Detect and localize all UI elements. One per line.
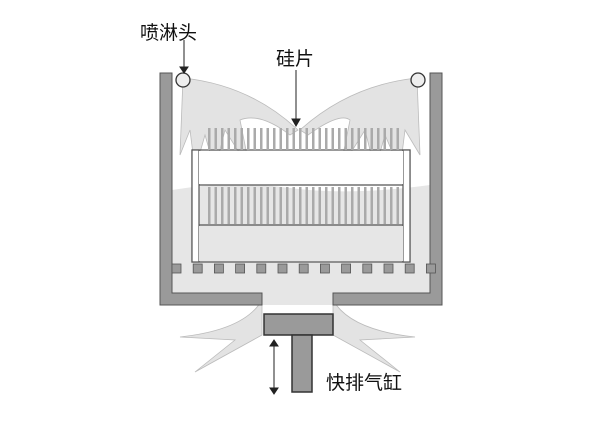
- wafer: [227, 128, 230, 150]
- wafer: [247, 128, 250, 150]
- wafer: [396, 187, 399, 224]
- wafer: [318, 187, 321, 224]
- wafer: [331, 128, 334, 150]
- wafer: [338, 187, 341, 224]
- wafer: [253, 128, 256, 150]
- cassette-tooth: [362, 263, 373, 274]
- wafer: [305, 128, 308, 150]
- cassette-tooth: [425, 263, 436, 274]
- wafer: [247, 187, 250, 224]
- wafer: [299, 187, 302, 224]
- wafer: [338, 128, 341, 150]
- cassette-teeth: [171, 263, 436, 274]
- wafer: [279, 128, 282, 150]
- wafer: [286, 187, 289, 224]
- wafer: [312, 187, 315, 224]
- wafer-cassette: [191, 149, 411, 263]
- wafer: [234, 187, 237, 224]
- wafer: [240, 128, 243, 150]
- wafer: [318, 128, 321, 150]
- wafer: [221, 128, 224, 150]
- wafer: [253, 187, 256, 224]
- exhaust-right: [332, 298, 416, 373]
- wafer: [227, 187, 230, 224]
- wafer: [377, 128, 380, 150]
- wafer: [266, 128, 269, 150]
- wafers: [208, 128, 399, 224]
- wafer: [364, 128, 367, 150]
- cassette-tooth: [277, 263, 288, 274]
- cassette-tooth: [298, 263, 309, 274]
- wafer: [273, 187, 276, 224]
- wafer: [299, 128, 302, 150]
- motion-arrow-icon: [269, 339, 279, 395]
- wafer: [214, 187, 217, 224]
- wafer: [370, 128, 373, 150]
- wafer: [221, 187, 224, 224]
- wafer: [357, 128, 360, 150]
- wafer: [390, 128, 393, 150]
- wafer: [208, 187, 211, 224]
- cassette-tooth: [404, 263, 415, 274]
- wafer: [292, 187, 295, 224]
- tank-wall-right: [332, 72, 443, 306]
- wafer: [260, 187, 263, 224]
- cassette-tooth: [383, 263, 394, 274]
- wafer-pointer: [291, 70, 301, 128]
- cassette-tooth: [319, 263, 330, 274]
- wafer: [351, 187, 354, 224]
- cassette-tooth: [235, 263, 246, 274]
- wafer: [344, 187, 347, 224]
- wafer: [286, 128, 289, 150]
- wafer: [312, 128, 315, 150]
- cassette-tooth: [213, 263, 224, 274]
- cylinder-head: [263, 313, 334, 336]
- exhaust-left: [179, 298, 263, 373]
- wafer: [325, 128, 328, 150]
- label-cylinder: 快排气缸: [326, 372, 403, 394]
- label-wafer: 硅片: [276, 48, 315, 70]
- wafer: [214, 128, 217, 150]
- tank-wall: [159, 72, 263, 306]
- wafer: [208, 128, 211, 150]
- label-spray-head: 喷淋头: [140, 22, 198, 44]
- wafer: [377, 187, 380, 224]
- cassette-tooth: [256, 263, 267, 274]
- spray-head-pointer: [179, 40, 189, 74]
- wafer: [370, 187, 373, 224]
- wafer: [364, 187, 367, 224]
- spray-head-left: [175, 72, 191, 88]
- wafer: [260, 128, 263, 150]
- wafer: [325, 187, 328, 224]
- wafer: [234, 128, 237, 150]
- wafer: [383, 128, 386, 150]
- wafer: [383, 187, 386, 224]
- cassette-tooth: [341, 263, 352, 274]
- wafer: [396, 128, 399, 150]
- wafer: [240, 187, 243, 224]
- wafer: [266, 187, 269, 224]
- wafer: [273, 128, 276, 150]
- wafer: [305, 187, 308, 224]
- cassette-tooth: [192, 263, 203, 274]
- wafer: [279, 187, 282, 224]
- cassette-tooth: [171, 263, 182, 274]
- wafer: [331, 187, 334, 224]
- wafer: [344, 128, 347, 150]
- wafer: [351, 128, 354, 150]
- cylinder-rod: [291, 334, 313, 393]
- spray-head-right: [410, 72, 426, 88]
- wafer: [357, 187, 360, 224]
- wafer: [390, 187, 393, 224]
- wafer: [292, 128, 295, 150]
